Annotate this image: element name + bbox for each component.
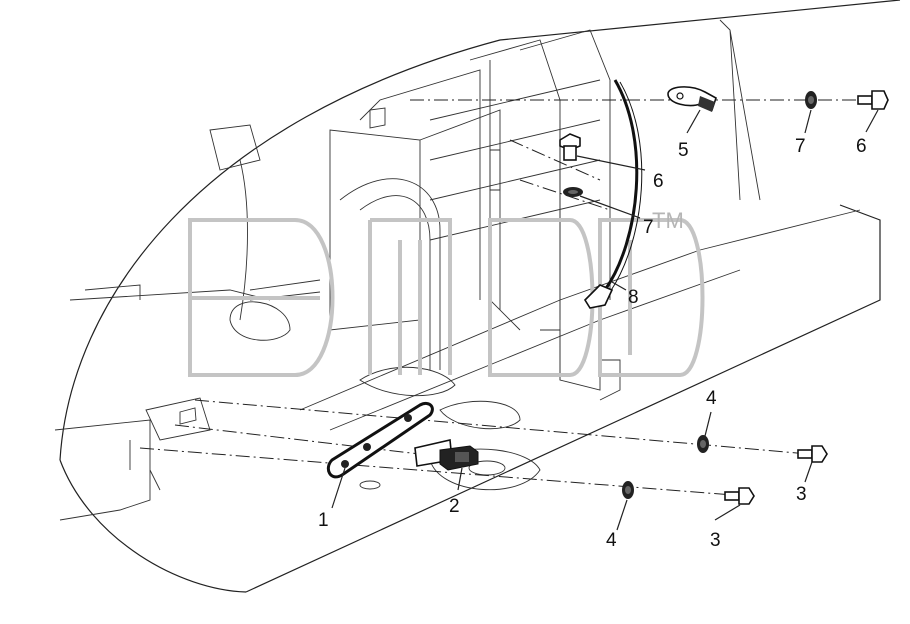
clamp-part-5 (667, 86, 717, 112)
washer-part-4-upper (697, 435, 709, 453)
callout-3-upper: 3 (796, 484, 807, 505)
callout-5: 5 (678, 140, 689, 161)
bolt-part-3-lower (724, 487, 755, 505)
bolt-part-6-middle (559, 133, 581, 161)
washer-part-7-right (805, 91, 817, 109)
washer-part-7-middle (563, 187, 583, 197)
switch-part-2 (414, 439, 479, 471)
callout-4-lower: 4 (606, 530, 617, 551)
machine-body (54, 0, 901, 593)
callout-1: 1 (318, 510, 329, 531)
callouts: 1 2 3 3 4 4 5 6 6 7 7 8 (318, 136, 867, 551)
gasket-part-1 (326, 401, 434, 479)
callout-7-middle: 7 (643, 217, 654, 238)
bolt-part-6-right (857, 90, 889, 110)
callout-6-right: 6 (856, 136, 867, 157)
cable-part-8 (583, 79, 643, 309)
watermark-logo: TM (188, 208, 705, 377)
leader-lines (331, 109, 879, 531)
callout-3-lower: 3 (710, 530, 721, 551)
callout-6-middle: 6 (653, 171, 664, 192)
bolt-part-3-upper (797, 445, 828, 463)
watermark-trademark: TM (652, 208, 684, 233)
callout-7-right: 7 (795, 136, 806, 157)
callout-8: 8 (628, 287, 639, 308)
callout-4-upper: 4 (706, 388, 717, 409)
callout-2: 2 (449, 496, 460, 517)
washer-part-4-lower (622, 481, 634, 499)
